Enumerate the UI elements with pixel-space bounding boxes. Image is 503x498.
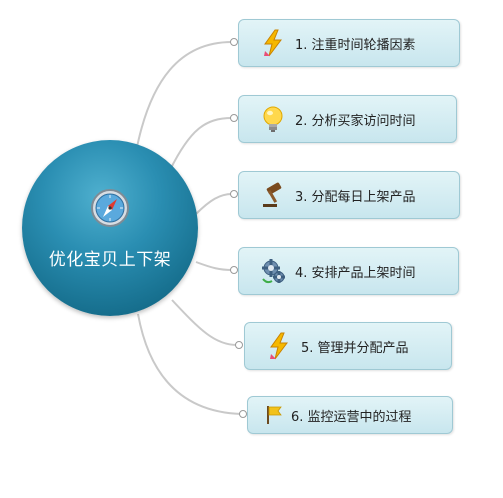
compass-icon	[90, 188, 130, 228]
connector-knob	[235, 341, 243, 349]
branch-node-1[interactable]: 1. 注重时间轮播因素	[238, 19, 460, 67]
branch-label: 5. 管理并分配产品	[301, 340, 409, 356]
branch-label: 6. 监控运营中的过程	[291, 409, 412, 425]
connector-4	[195, 261, 233, 271]
gavel-icon	[261, 181, 285, 209]
branch-node-3[interactable]: 3. 分配每日上架产品	[238, 171, 460, 219]
gears-icon	[261, 257, 285, 285]
branch-node-2[interactable]: 2. 分析买家访问时间	[238, 95, 457, 143]
branch-node-6[interactable]: 6. 监控运营中的过程	[247, 396, 453, 434]
connector-3	[195, 193, 233, 215]
connector-knob	[230, 190, 238, 198]
connector-knob	[230, 38, 238, 46]
flag-icon	[265, 405, 283, 425]
connector-knob	[230, 266, 238, 274]
connector-1	[135, 41, 233, 153]
connector-2	[169, 117, 233, 171]
connector-knob	[239, 410, 247, 418]
lightning-icon	[267, 332, 291, 360]
connector-knob	[230, 114, 238, 122]
central-topic[interactable]: 优化宝贝上下架	[22, 140, 198, 316]
central-topic-label: 优化宝贝上下架	[48, 250, 172, 270]
branch-node-4[interactable]: 4. 安排产品上架时间	[238, 247, 459, 295]
lightbulb-icon	[261, 105, 285, 133]
branch-node-5[interactable]: 5. 管理并分配产品	[244, 322, 452, 370]
lightning-icon	[261, 29, 285, 57]
branch-label: 1. 注重时间轮播因素	[295, 37, 416, 53]
connector-5	[171, 299, 238, 346]
branch-label: 4. 安排产品上架时间	[295, 265, 416, 281]
branch-label: 2. 分析买家访问时间	[295, 113, 416, 129]
branch-label: 3. 分配每日上架产品	[295, 189, 416, 205]
connector-6	[137, 313, 242, 415]
